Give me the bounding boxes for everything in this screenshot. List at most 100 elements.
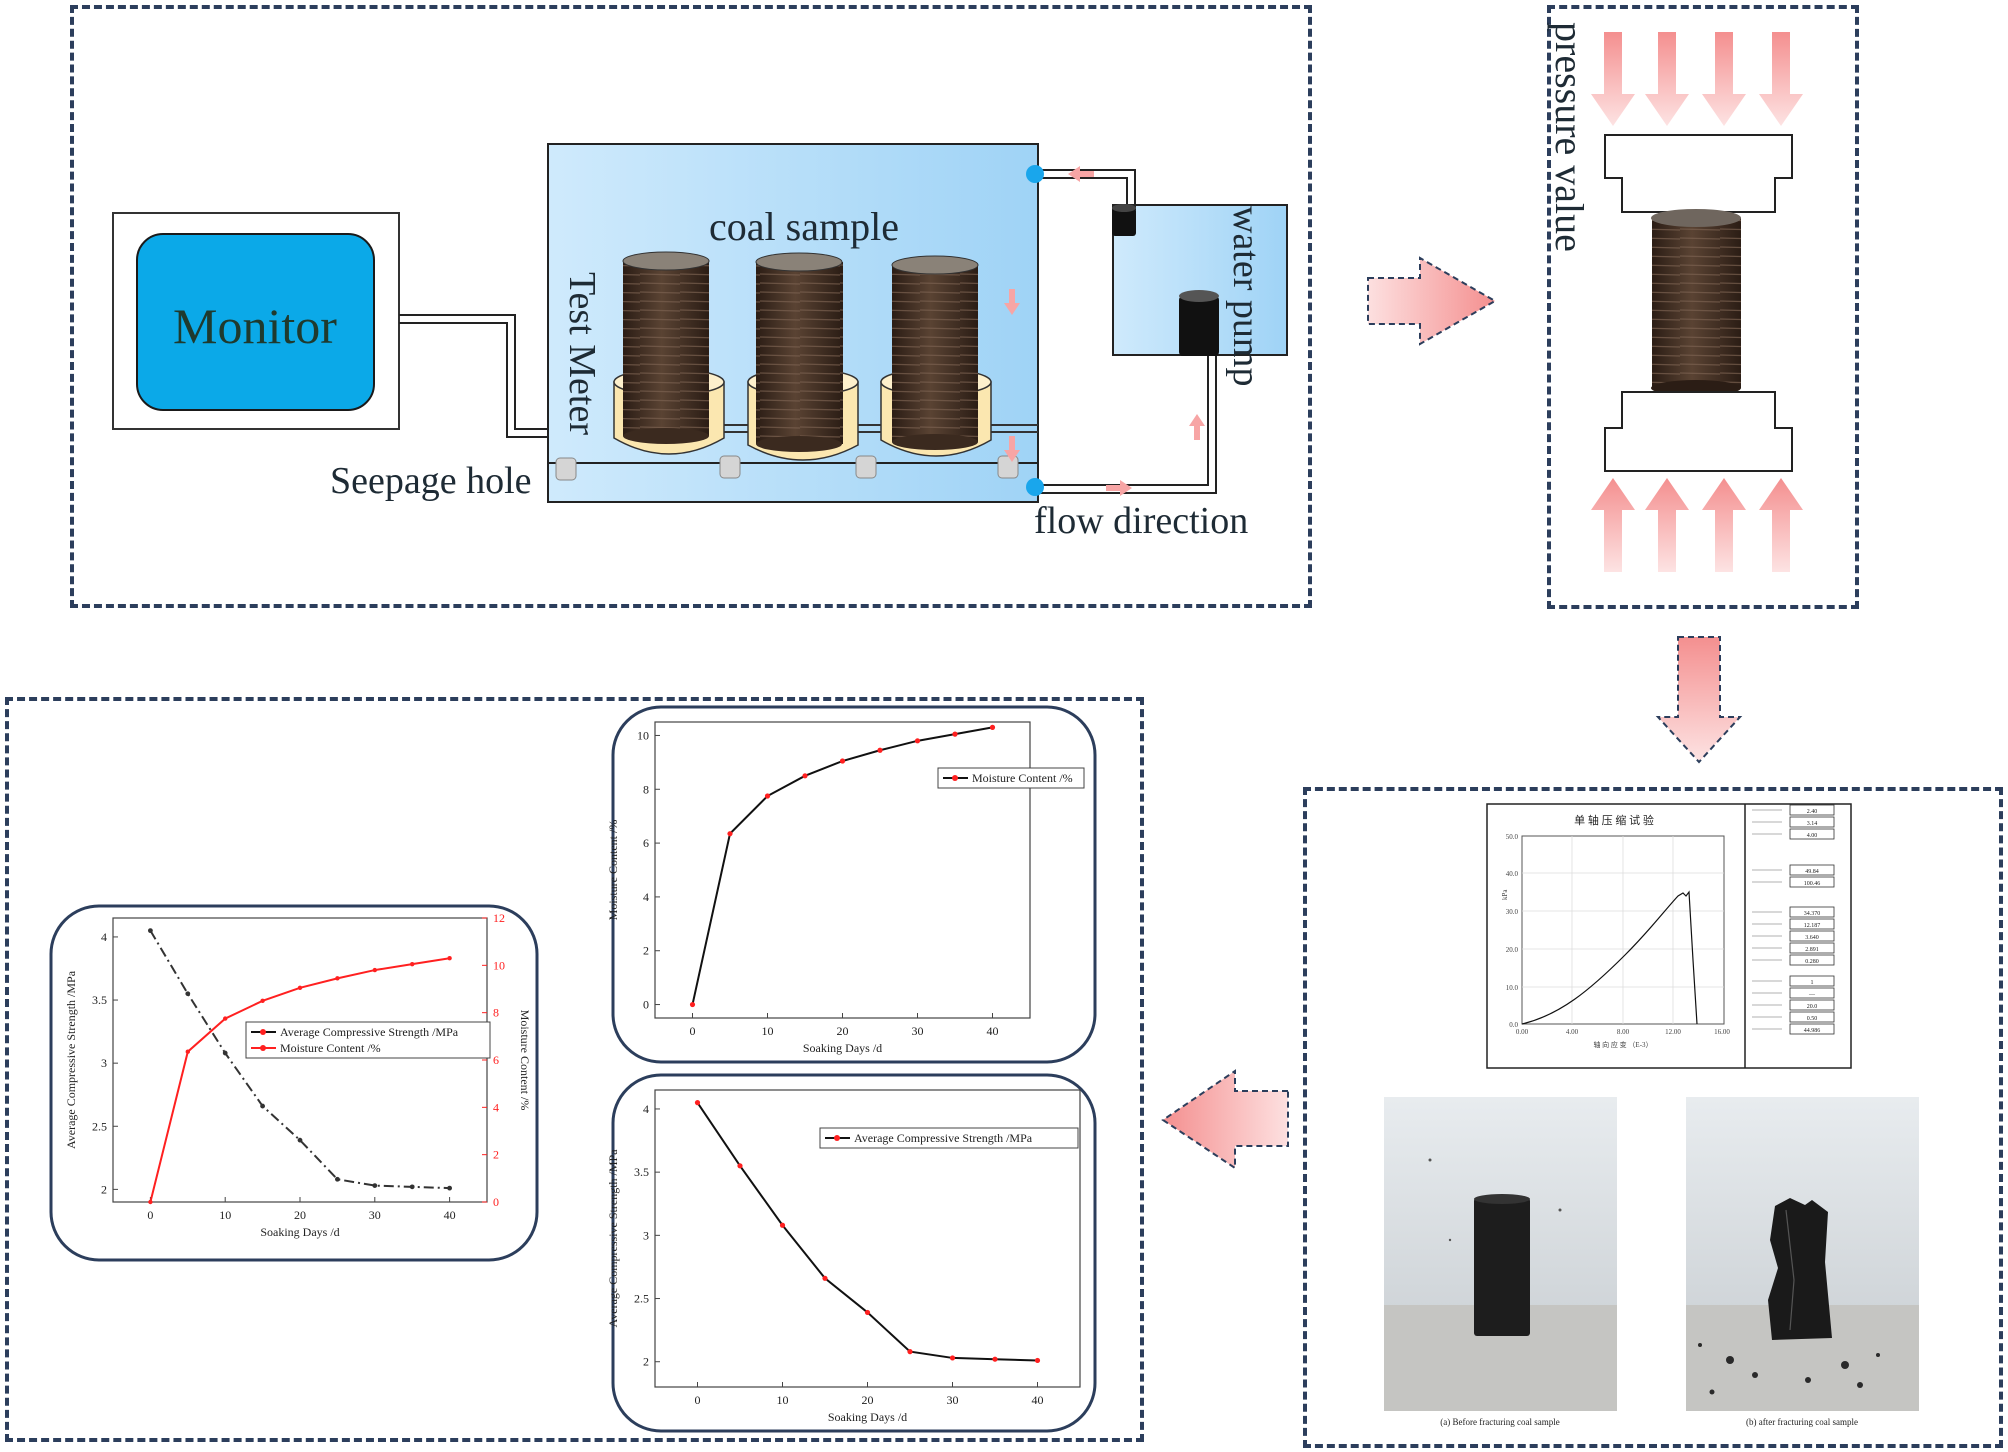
photo-before-fracture [1384, 1097, 1617, 1411]
legend-box [819, 1127, 1079, 1149]
report-value-box [1789, 987, 1835, 999]
data-point [260, 1103, 265, 1109]
coal-sample-2 [747, 252, 859, 461]
y-tick-label: 4 [643, 890, 649, 904]
data-point [764, 793, 771, 799]
water-pump-label: water pump [1225, 206, 1267, 386]
report-value: 3.14 [1807, 821, 1818, 827]
report-value-box [1789, 999, 1835, 1011]
data-point [952, 731, 958, 737]
legend-label: Average Compressive Strength /MPa [280, 1025, 459, 1039]
x-axis-label: Soaking Days /d [260, 1225, 339, 1239]
report-value: 0.50 [1807, 1016, 1818, 1022]
process-arrow-down [1655, 636, 1743, 764]
compression-panel [1547, 5, 1859, 609]
stress-strain-curve [1521, 890, 1698, 1025]
report-y-tick: 0.0 [1509, 1021, 1518, 1029]
x-tick-label: 20 [837, 1024, 849, 1038]
y-tick-label: 2 [643, 944, 649, 958]
compression-coal-sample [1651, 209, 1741, 396]
y-right-tick-label: 2 [493, 1148, 499, 1162]
photo-after-fracture [1686, 1097, 1919, 1411]
x-axis-label: Soaking Days /d [828, 1410, 907, 1424]
report-value: 2.891 [1805, 947, 1819, 953]
data-point [447, 1185, 452, 1191]
report-y-tick: 10.0 [1506, 984, 1519, 992]
y-axis-label: Moisture Content /% [606, 820, 620, 921]
data-point [992, 1356, 998, 1362]
flow-direction-label: flow direction [1034, 500, 1248, 542]
x-tick-label: 10 [219, 1208, 231, 1222]
legend-swatch-marker [952, 775, 958, 781]
report-ylabel: kPa [1501, 889, 1509, 900]
coal-sample-3 [880, 255, 992, 457]
data-point [914, 738, 921, 744]
report-x-tick: 12.00 [1665, 1028, 1681, 1036]
data-point [802, 773, 808, 779]
y-tick-label: 3 [643, 1228, 649, 1242]
report-value-box [1789, 930, 1835, 942]
x-tick-label: 30 [369, 1208, 381, 1222]
data-point [297, 1137, 303, 1143]
uniaxial-test-report: 单 轴 压 缩 试 验 50.0 40.0 30.0 20.0 10.0 0.0… [1486, 803, 1852, 1069]
photo-before-caption: (a) Before fracturing coal sample [1440, 1417, 1559, 1427]
y-right-tick-label: 8 [493, 1006, 499, 1020]
y-tick-label: 3.5 [92, 993, 107, 1007]
data-point [372, 967, 377, 973]
report-side-fields: 2.403.144.0049.84100.4634.37012.1873.640… [1752, 804, 1835, 1035]
data-point [779, 1222, 786, 1228]
report-value-box [1789, 1011, 1835, 1023]
y-tick-label: 2.5 [634, 1292, 649, 1306]
y-tick-label: 0 [643, 998, 649, 1012]
y-tick-label: 4 [101, 930, 107, 944]
seepage-hole [555, 455, 1019, 481]
y-right-axis-label: Moisture Content /% [518, 1010, 532, 1111]
report-value-box [1789, 1023, 1835, 1035]
data-point [185, 991, 191, 997]
y-tick-label: 4 [643, 1102, 649, 1116]
pressure-arrows-top [1591, 32, 1803, 126]
chart-card-moisture [611, 705, 1097, 1064]
y-tick-label: 3.5 [634, 1165, 649, 1179]
legend-swatch-marker [260, 1029, 266, 1035]
report-value-box [1789, 804, 1835, 816]
data-point [372, 1183, 378, 1188]
report-value: 49.84 [1805, 869, 1819, 875]
y-right-tick-label: 6 [493, 1053, 499, 1067]
pressure-value-label: pressure value [1547, 22, 1592, 252]
report-value: 100.46 [1804, 881, 1821, 887]
test-result-panel [1303, 787, 2003, 1448]
coal-sample-label: coal sample [709, 204, 899, 249]
x-tick-label: 0 [690, 1024, 696, 1038]
upper-platen [1604, 134, 1793, 213]
data-point [907, 1349, 913, 1355]
report-value: 44.986 [1804, 1028, 1821, 1034]
y-right-tick-label: 4 [493, 1100, 499, 1114]
x-tick-label: 30 [947, 1393, 959, 1407]
report-value-box [1789, 942, 1835, 954]
x-tick-label: 10 [762, 1024, 774, 1038]
data-point [447, 956, 452, 961]
x-tick-label: 30 [912, 1024, 924, 1038]
report-value: 34.370 [1804, 911, 1821, 917]
chart-panel [5, 697, 1144, 1442]
report-value: 2.40 [1807, 809, 1818, 815]
data-point [335, 976, 340, 981]
y-tick-label: 2.5 [92, 1119, 107, 1133]
signal-cable [399, 314, 548, 438]
monitor-label: Monitor [173, 298, 337, 354]
report-value: 12.187 [1804, 923, 1821, 929]
lower-platen [1604, 391, 1793, 472]
report-y-tick: 50.0 [1506, 833, 1519, 841]
x-tick-label: 20 [294, 1208, 306, 1222]
data-point [839, 758, 846, 764]
y-right-tick-label: 0 [493, 1195, 499, 1209]
report-value: 0.280 [1805, 959, 1819, 965]
data-point [822, 1275, 828, 1281]
data-point [694, 1100, 701, 1106]
y-tick-label: 2 [643, 1355, 649, 1369]
report-y-tick: 20.0 [1506, 946, 1519, 954]
report-value: 4.00 [1807, 833, 1818, 839]
y-tick-label: 2 [101, 1182, 107, 1196]
